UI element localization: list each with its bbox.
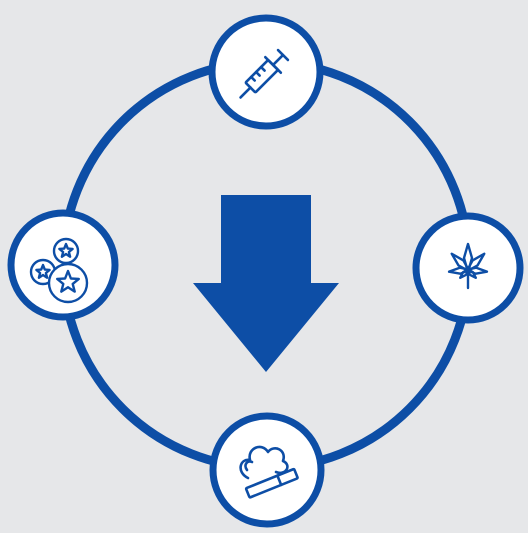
cannabis-leaf-icon xyxy=(447,242,489,290)
pills-star-icon xyxy=(29,237,89,304)
cigarette-smoke-icon xyxy=(239,445,299,499)
arrow-down-icon xyxy=(193,195,339,372)
node-right xyxy=(412,212,524,324)
node-left xyxy=(7,209,119,321)
syringe-icon xyxy=(239,48,290,99)
node-bottom xyxy=(209,412,325,528)
node-top xyxy=(208,14,324,130)
